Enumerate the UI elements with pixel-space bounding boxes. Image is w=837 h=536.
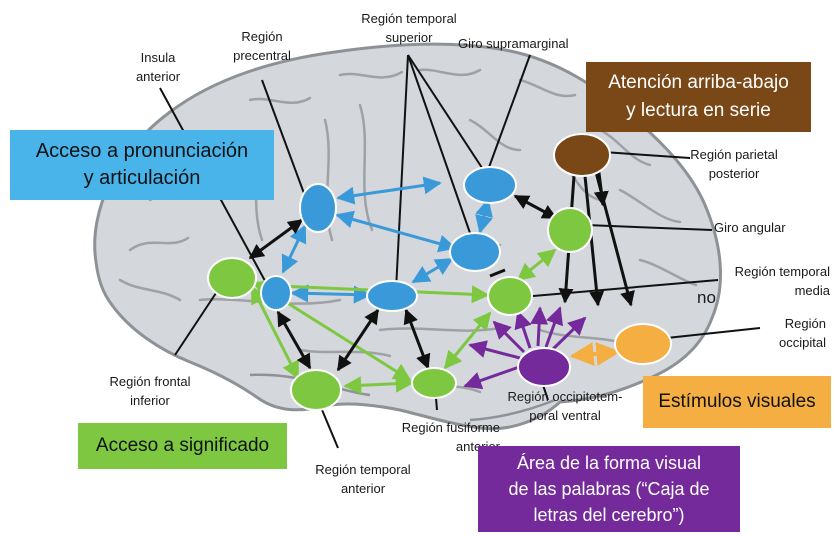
node-occipitotemporal [517, 347, 571, 387]
label-region-temporal-media: Región temporal media [734, 264, 830, 298]
node-giro-angular [547, 207, 593, 253]
purple-connections [463, 306, 587, 390]
box-acceso-significado: Acceso a significado [78, 423, 287, 469]
label-region-temporal-superior: Región temporal superior [361, 11, 457, 45]
node-occipital [614, 323, 672, 365]
orange-connection [569, 341, 621, 367]
label-region-temporal-anterior: Región temporal anterior [315, 462, 411, 496]
label-giro-angular: Giro angular [714, 220, 786, 235]
label-region-frontal-inferior: Región frontal inferior [109, 374, 191, 408]
label-fragment-no: no [697, 288, 716, 307]
label-giro-supramarginal: Giro supramarginal [458, 36, 569, 51]
node-fusiforme-anterior [411, 367, 457, 399]
box-acceso-pronunciacion: Acceso a pronunciación y articulación [10, 130, 274, 200]
label-region-occipitotemporal-ventral: Región occipitotem- poral ventral [507, 389, 623, 423]
label-region-occipital: Región occipital [779, 316, 826, 350]
region-nodes [207, 133, 672, 411]
node-temporal-superior [449, 232, 501, 272]
node-temporal-blue [366, 280, 418, 312]
node-temporal-anterior [290, 369, 342, 411]
node-parietal-posterior [553, 133, 611, 177]
label-region-parietal-posterior: Región parietal posterior [690, 147, 778, 181]
box-atencion-lectura: Atención arriba-abajo y lectura en serie [586, 62, 811, 132]
node-giro-supramarginal [463, 166, 517, 204]
node-frontal-inferior [207, 257, 257, 299]
node-precentral [299, 183, 337, 233]
label-insula-anterior: Insula anterior [135, 50, 181, 84]
box-estimulos-visuales: Estímulos visuales [643, 376, 831, 428]
label-region-precentral: Región precentral [233, 29, 291, 63]
box-area-forma-visual: Área de la forma visual de las palabras … [478, 446, 740, 532]
node-insula-anterior [260, 275, 292, 311]
node-temporal-media [487, 276, 533, 316]
